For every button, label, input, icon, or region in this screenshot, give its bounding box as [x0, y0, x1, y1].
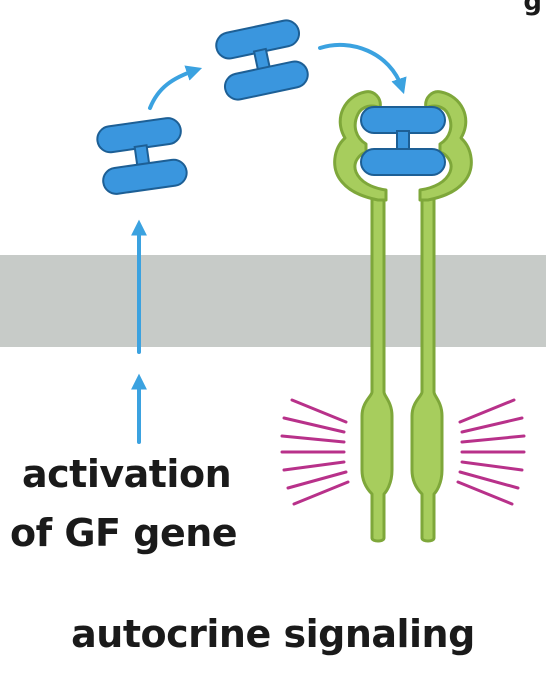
cell-membrane	[0, 255, 546, 347]
receptor-left-stalk	[360, 196, 394, 543]
receptor-left-claw	[333, 90, 388, 202]
growth-factor-1	[96, 117, 188, 195]
growth-factor-molecule-icon	[96, 19, 446, 195]
gene-activation-label-line2: of GF gene	[10, 511, 238, 555]
gene-activation-label-line1: activation	[22, 452, 232, 496]
arrow-curve-2	[318, 42, 407, 95]
receptor-dimer-icon	[333, 90, 473, 543]
receptor-right-claw	[418, 90, 473, 202]
receptor-right-stalk	[410, 196, 444, 543]
secretion-arrows	[131, 42, 407, 444]
arrow-curve-1	[148, 65, 203, 110]
growth-factor-bound	[360, 106, 446, 176]
cropped-header-fragment: g	[523, 0, 542, 17]
kinase-activation-rays-icon	[280, 398, 526, 506]
diagram-title: autocrine signaling	[71, 612, 475, 656]
growth-factor-2	[215, 19, 309, 101]
